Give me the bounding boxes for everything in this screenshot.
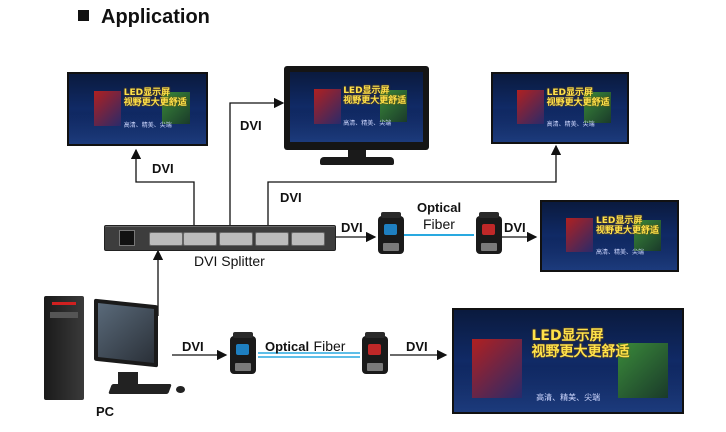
pc-tower — [44, 296, 84, 400]
dvi-output-port-2 — [219, 232, 253, 246]
label-optical-1: Optical — [417, 200, 462, 215]
pc-keyboard — [108, 384, 172, 394]
dvi-splitter-device — [104, 225, 336, 251]
label-dvi-top-left: DVI — [152, 161, 174, 176]
screen-brand-line2: 视野更大更舒适 — [531, 344, 630, 361]
screen-brand-line1: LED显示屏 — [596, 215, 643, 226]
dvi-output-port-4 — [291, 232, 325, 246]
power-socket-icon — [119, 230, 135, 246]
label-dvi-splitter: DVI Splitter — [194, 253, 265, 269]
label-optical-fiber-2: Optical Fiber — [265, 338, 345, 356]
section-heading: Application — [78, 6, 210, 29]
heading-bullet-icon — [78, 10, 89, 21]
label-dvi-top-right: DVI — [280, 190, 302, 205]
label-dvi-bottom-out: DVI — [406, 339, 428, 354]
screen-tagline: 高清、精美、尖端 — [546, 120, 595, 128]
optical-receiver-2 — [362, 332, 388, 374]
screen-brand-line1: LED显示屏 — [531, 328, 604, 345]
screen-tagline: 高清、精美、尖端 — [343, 120, 392, 128]
screen-tagline: 高清、精美、尖端 — [596, 248, 645, 256]
screen-brand-line2: 视野更大更舒适 — [123, 98, 187, 109]
label-optical-2: Optical — [265, 339, 310, 354]
optical-transmitter-2 — [230, 332, 256, 374]
pc-mouse — [176, 386, 185, 393]
optical-transmitter-1 — [378, 212, 404, 254]
label-dvi-pc-out: DVI — [182, 339, 204, 354]
screen-brand-line1: LED显示屏 — [123, 88, 171, 98]
label-dvi-splitter-out: DVI — [341, 220, 363, 235]
line-to-top-right-monitor — [267, 144, 562, 226]
monitor-top-center: LED显示屏视野更大更舒适 高清、精美、尖端 — [288, 70, 425, 144]
dvi-input-port — [149, 232, 183, 246]
line-to-top-left-monitor — [130, 148, 195, 226]
monitor-top-left: LED显示屏视野更大更舒适 高清、精美、尖端 — [67, 72, 208, 146]
optical-receiver-1 — [476, 212, 502, 254]
label-dvi-right-out: DVI — [504, 220, 526, 235]
monitor-stand-base — [320, 157, 394, 165]
screen-brand-line1: LED显示屏 — [546, 87, 593, 98]
screen-tagline: 高清、精美、尖端 — [123, 122, 172, 130]
screen-brand-line2: 视野更大更舒适 — [596, 225, 660, 236]
led-screen-bottom: LED显示屏视野更大更舒适 高清、精美、尖端 — [452, 308, 684, 414]
screen-brand-line2: 视野更大更舒适 — [546, 97, 610, 108]
pc-tower-accent — [52, 302, 76, 305]
line-to-top-center-monitor — [229, 97, 285, 226]
pc-tower-drive — [50, 312, 78, 318]
monitor-stand-neck — [348, 150, 366, 158]
monitor-right: LED显示屏视野更大更舒适 高清、精美、尖端 — [540, 200, 679, 272]
monitor-top-right: LED显示屏视野更大更舒适 高清、精美、尖端 — [491, 72, 629, 144]
dvi-output-port-1 — [183, 232, 217, 246]
screen-brand-line1: LED显示屏 — [343, 86, 390, 96]
pc-monitor-stand — [118, 372, 138, 384]
label-fiber-1: Fiber — [423, 216, 455, 232]
pc-monitor — [94, 298, 158, 368]
screen-tagline: 高清、精美、尖端 — [536, 392, 601, 402]
label-dvi-top-center: DVI — [240, 118, 262, 133]
dvi-output-port-3 — [255, 232, 289, 246]
label-fiber-2: Fiber — [313, 338, 346, 354]
label-pc: PC — [96, 404, 115, 419]
screen-brand-line2: 视野更大更舒适 — [343, 96, 407, 107]
heading-text: Application — [101, 6, 210, 28]
